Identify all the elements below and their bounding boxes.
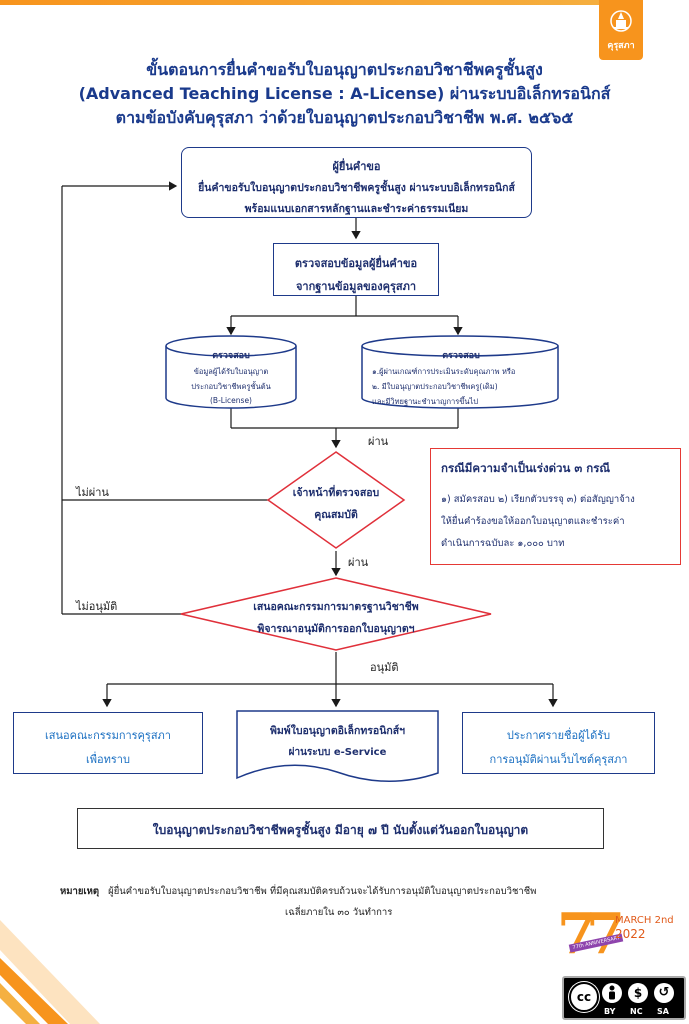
- check-left-line-3: (B-License): [210, 396, 252, 405]
- officer-line-1: เจ้าหน้าที่ตรวจสอบ: [292, 487, 380, 499]
- page-title: ขั้นตอนการยื่นคำขอรับใบอนุญาตประกอบวิชาช…: [0, 58, 689, 130]
- title-line-1: ขั้นตอนการยื่นคำขอรับใบอนุญาตประกอบวิชาช…: [146, 60, 543, 79]
- fail-label: ไม่ผ่าน: [76, 486, 109, 499]
- sa-label: SA: [657, 1007, 669, 1016]
- out-center-line-2: ผ่านระบบ e-Service: [288, 747, 387, 758]
- officer-decision-text: เจ้าหน้าที่ตรวจสอบ คุณสมบัติ: [268, 484, 404, 523]
- anniversary-logo: 77 77th ANNIVERSARY MARCH 2nd 2022: [555, 901, 685, 975]
- check-right-heading: ตรวจสอบ: [442, 351, 480, 361]
- output-center-text: พิมพ์ใบอนุญาตอิเล็กทรอนิกส์ฯ ผ่านระบบ e-…: [237, 722, 438, 760]
- temple-logo-icon: [610, 7, 632, 35]
- out-left-line-1: เสนอคณะกรรมการคุรุสภา: [45, 729, 171, 742]
- check-left-text: ตรวจสอบ ข้อมูลผู้ได้รับใบอนุญาต ประกอบวิ…: [166, 348, 296, 405]
- title-line-2: (Advanced Teaching License : A-License) …: [78, 84, 611, 103]
- decor-stripes-bottom-left: [0, 920, 110, 1024]
- note-block: หมายเหตุ ผู้ยื่นคำขอรับใบอนุญาตประกอบวิช…: [60, 884, 620, 920]
- committee-decision-text: เสนอคณะกรรมการมาตรฐานวิชาชีพ พิจารณาอนุม…: [181, 598, 491, 637]
- pass-label-1: ผ่าน: [368, 435, 389, 448]
- output-left-box: เสนอคณะกรรมการคุรุสภา เพื่อทราบ: [13, 712, 203, 774]
- verify-data-box: ตรวจสอบข้อมูลผู้ยื่นคำขอ จากฐานข้อมูลของ…: [273, 243, 439, 296]
- check-right-line-3: และมีวิทยฐานะชำนาญการขึ้นไป: [372, 397, 479, 406]
- database-cylinder-right: [361, 335, 559, 409]
- officer-line-2: คุณสมบัติ: [314, 509, 358, 521]
- verify-line-2: จากฐานข้อมูลของคุรุสภา: [295, 280, 417, 293]
- note-line-2: เฉลี่ยภายใน ๓๐ วันทำการ: [285, 907, 393, 918]
- out-center-line-1: พิมพ์ใบอนุญาตอิเล็กทรอนิกส์ฯ: [269, 725, 406, 737]
- out-right-line-2: การอนุมัติผ่านเว็บไซต์คุรุสภา: [489, 753, 628, 766]
- check-left-line-2: ประกอบวิชาชีพครูชั้นต้น: [191, 382, 271, 391]
- nc-label: NC: [630, 1007, 643, 1016]
- verify-line-1: ตรวจสอบข้อมูลผู้ยื่นคำขอ: [294, 257, 418, 270]
- title-line-3: ตามข้อบังคับคุรุสภา ว่าด้วยใบอนุญาตประกอ…: [115, 108, 574, 127]
- cc-license-badge: cc $ ↺ BY NC SA: [562, 976, 686, 1020]
- document-shape: [236, 710, 439, 782]
- anniversary-date: MARCH 2nd: [615, 915, 674, 926]
- anniversary-number: 77: [557, 901, 625, 967]
- validity-text: ใบอนุญาตประกอบวิชาชีพครูชั้นสูง มีอายุ ๗…: [152, 823, 529, 837]
- applicant-heading: ผู้ยื่นคำขอ: [332, 160, 381, 173]
- out-right-line-1: ประกาศรายชื่อผู้ได้รับ: [506, 729, 611, 742]
- check-right-line-2: ๒. มีใบอนุญาตประกอบวิชาชีพครู(เดิม): [372, 382, 498, 391]
- applicant-line-1: ยื่นคำขอรับใบอนุญาตประกอบวิชาชีพครูชั้นส…: [198, 182, 515, 194]
- applicant-line-2: พร้อมแนบเอกสารหลักฐานและชำระค่าธรรมเนียม: [244, 203, 469, 215]
- by-icon: [602, 983, 622, 1003]
- check-right-text: ตรวจสอบ ๑.ผู้ผ่านเกณฑ์การประเมินระดับคุณ…: [364, 348, 558, 408]
- anniversary-year: 2022: [615, 927, 646, 941]
- database-cylinder-left: [165, 335, 297, 409]
- validity-box: ใบอนุญาตประกอบวิชาชีพครูชั้นสูง มีอายุ ๗…: [77, 808, 604, 849]
- urgent-line-2: ให้ยื่นคำร้องขอให้ออกใบอนุญาตและชำระค่า: [441, 516, 625, 527]
- by-label: BY: [604, 1007, 616, 1016]
- sa-icon: ↺: [654, 983, 674, 1003]
- logo-badge: คุรุสภา: [599, 0, 643, 60]
- logo-label: คุรุสภา: [607, 41, 635, 51]
- out-left-line-2: เพื่อทราบ: [86, 753, 130, 766]
- officer-decision-diamond: [266, 451, 406, 549]
- nc-icon: $: [628, 983, 648, 1003]
- applicant-box: ผู้ยื่นคำขอ ยื่นคำขอรับใบอนุญาตประกอบวิช…: [181, 147, 532, 218]
- urgent-line-1: ๑) สมัครสอบ ๒) เรียกตัวบรรจุ ๓) ต่อสัญญา…: [441, 494, 635, 505]
- check-right-line-1: ๑.ผู้ผ่านเกณฑ์การประเมินระดับคุณภาพ หรือ: [372, 367, 516, 376]
- cc-icon: cc: [569, 982, 599, 1012]
- pass-label-2: ผ่าน: [348, 556, 369, 569]
- committee-decision-diamond: [180, 577, 492, 651]
- header-accent-bar: [0, 0, 640, 5]
- urgent-line-3: ดำเนินการฉบับละ ๑,๐๐๐ บาท: [441, 538, 565, 549]
- committee-line-1: เสนอคณะกรรมการมาตรฐานวิชาชีพ: [253, 601, 419, 613]
- committee-line-2: พิจารณาอนุมัติการออกใบอนุญาตฯ: [257, 623, 415, 635]
- output-right-box: ประกาศรายชื่อผู้ได้รับ การอนุมัติผ่านเว็…: [462, 712, 655, 774]
- not-approved-label: ไม่อนุมัติ: [76, 600, 118, 613]
- note-line-1: ผู้ยื่นคำขอรับใบอนุญาตประกอบวิชาชีพ ที่ม…: [108, 886, 537, 897]
- check-left-heading: ตรวจสอบ: [212, 351, 250, 361]
- urgent-case-box: กรณีมีความจำเป็นเร่งด่วน ๓ กรณี ๑) สมัคร…: [430, 448, 681, 565]
- check-left-line-1: ข้อมูลผู้ได้รับใบอนุญาต: [193, 367, 269, 376]
- note-label: หมายเหตุ: [60, 886, 100, 897]
- approved-label: อนุมัติ: [370, 661, 399, 674]
- urgent-title: กรณีมีความจำเป็นเร่งด่วน ๓ กรณี: [441, 461, 611, 475]
